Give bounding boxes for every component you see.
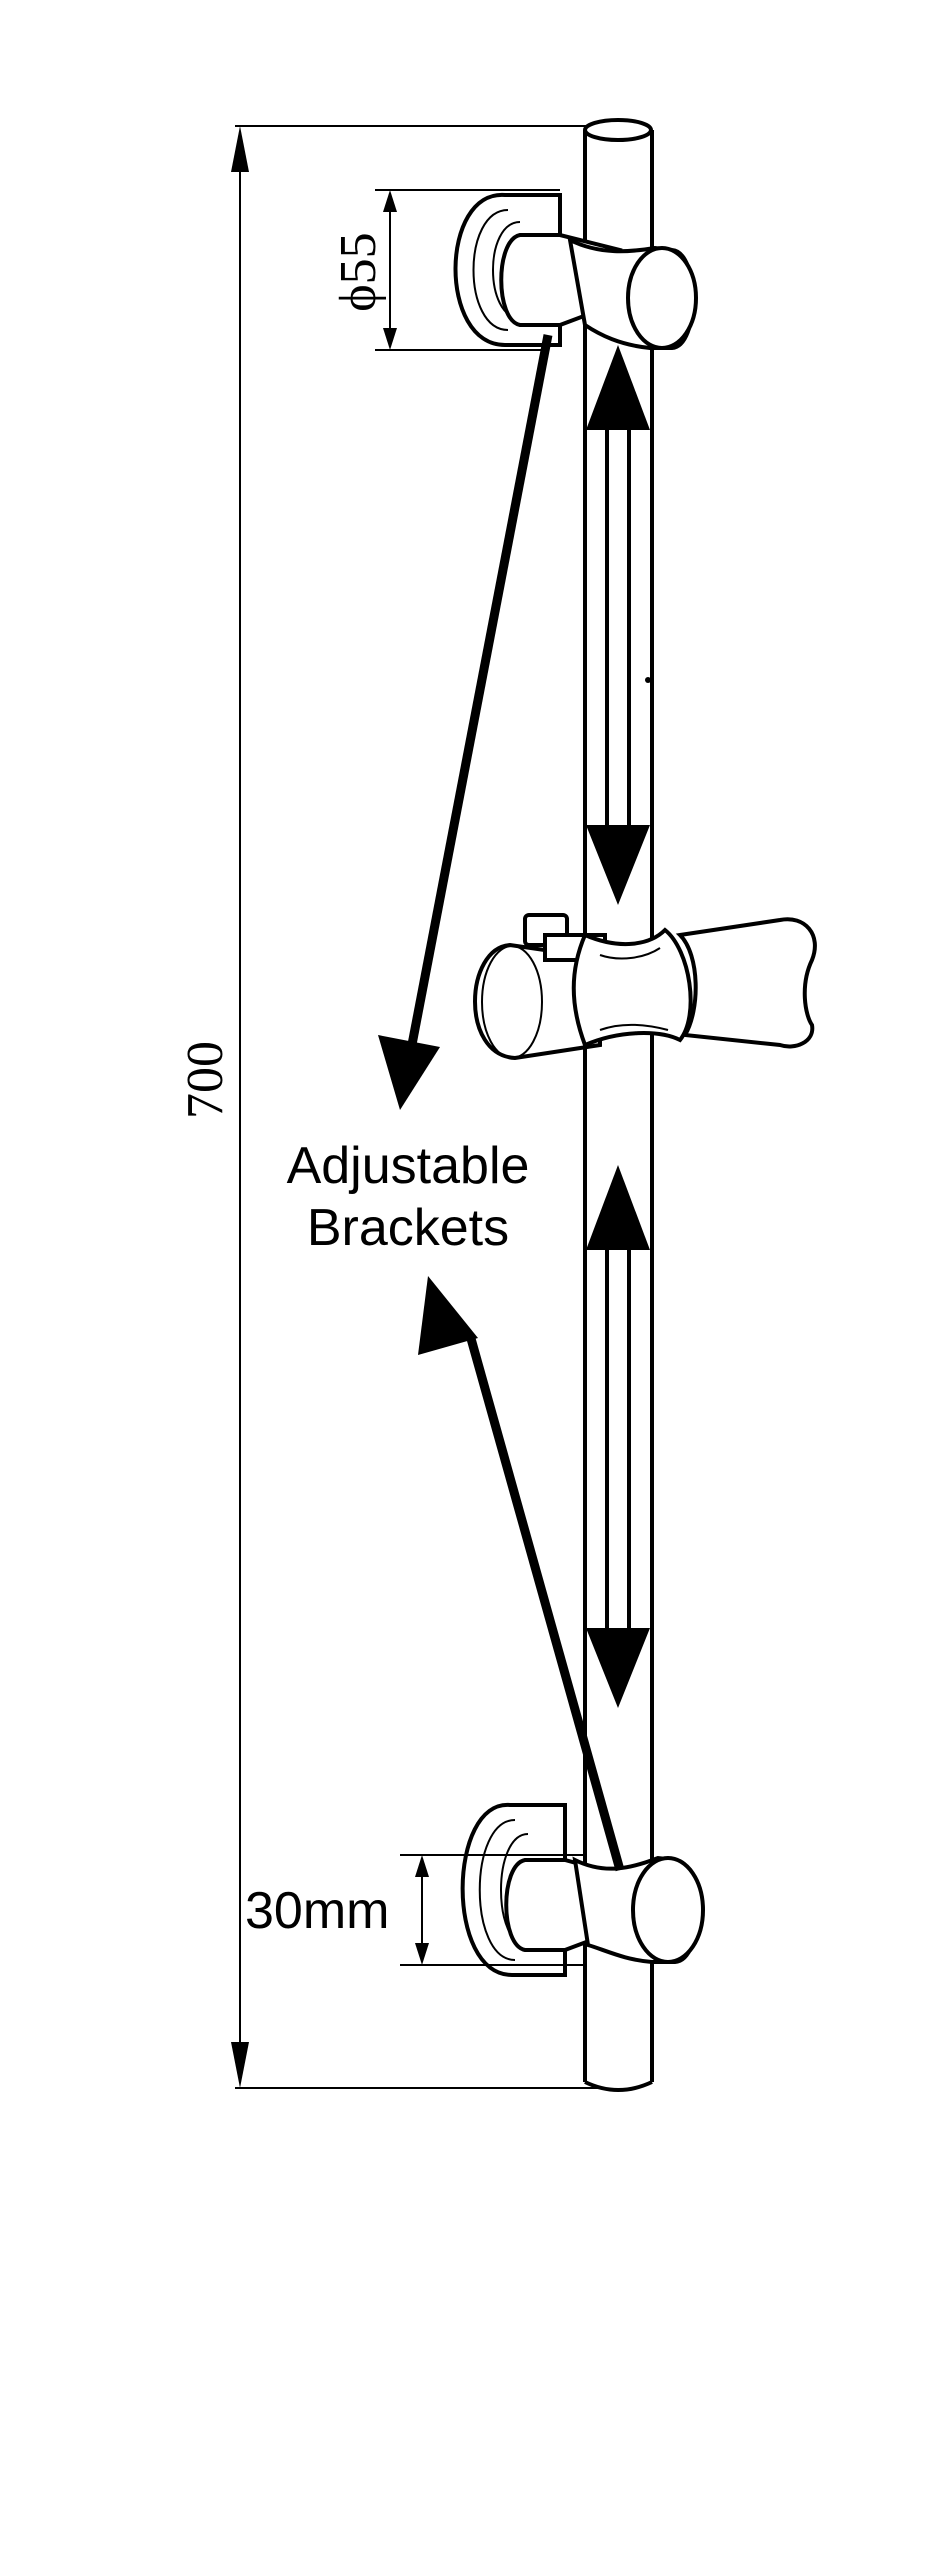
bottom-bracket-flange-ring — [478, 1819, 516, 1961]
bottom-wall-bracket — [460, 1802, 705, 1977]
overall-dimension: 700 — [177, 125, 600, 2089]
dimension-arrowhead-top — [231, 126, 249, 172]
top-bracket-knob — [626, 246, 698, 350]
diameter-arrowhead-bottom — [383, 328, 397, 350]
width-arrowhead-top — [415, 1855, 429, 1877]
diameter-arrowhead-top — [383, 190, 397, 212]
sliding-handset-holder[interactable] — [473, 913, 817, 1061]
bracket-diameter-label: ϕ55 — [330, 232, 387, 311]
rail-bottom-cap — [584, 2080, 653, 2092]
callout-label-line1: Adjustable — [287, 1137, 530, 1195]
upper-slide-arrow-head-top — [586, 345, 650, 430]
width-arrowhead-bottom — [415, 1943, 429, 1965]
top-wall-bracket — [453, 192, 698, 350]
callout-arrowhead-upper — [378, 1035, 440, 1110]
dimension-arrowhead-bottom — [231, 2042, 249, 2088]
holder-front-cradle — [675, 917, 817, 1049]
lower-slide-arrow-shaft — [605, 1238, 631, 1642]
adjustable-brackets-callout: Adjustable Brackets — [287, 1137, 530, 1257]
upper-slide-arrow[interactable] — [586, 345, 650, 905]
bracket-width-label: 30mm — [245, 1882, 389, 1940]
top-bracket-flange-ring — [472, 209, 509, 331]
lower-slide-arrow[interactable] — [586, 1165, 650, 1708]
rail-top-cap — [583, 118, 653, 142]
upper-slide-arrow-shaft — [605, 418, 631, 842]
callout-leader-upper — [405, 334, 553, 1056]
callout-arrows — [378, 334, 625, 1872]
rail-screw-dot — [645, 677, 651, 683]
lower-slide-arrow-head-bottom — [586, 1628, 650, 1708]
upper-slide-arrow-head-bottom — [586, 825, 650, 905]
bottom-bracket-knob — [631, 1856, 705, 1964]
overall-length-label: 700 — [177, 1041, 234, 1119]
holder-collar-line-lower — [599, 1023, 669, 1031]
width-dimension: 30mm — [245, 1854, 585, 1966]
diameter-dimension: ϕ55 — [330, 189, 560, 351]
holder-collar-line — [599, 947, 661, 960]
callout-arrowhead-lower — [418, 1276, 478, 1355]
holder-rear-cylinder-end — [481, 945, 543, 1059]
holder-clamp-collar — [571, 927, 693, 1048]
callout-leader-lower — [465, 1333, 625, 1872]
callout-label-line2: Brackets — [307, 1199, 509, 1257]
lower-slide-arrow-head-top — [586, 1165, 650, 1250]
